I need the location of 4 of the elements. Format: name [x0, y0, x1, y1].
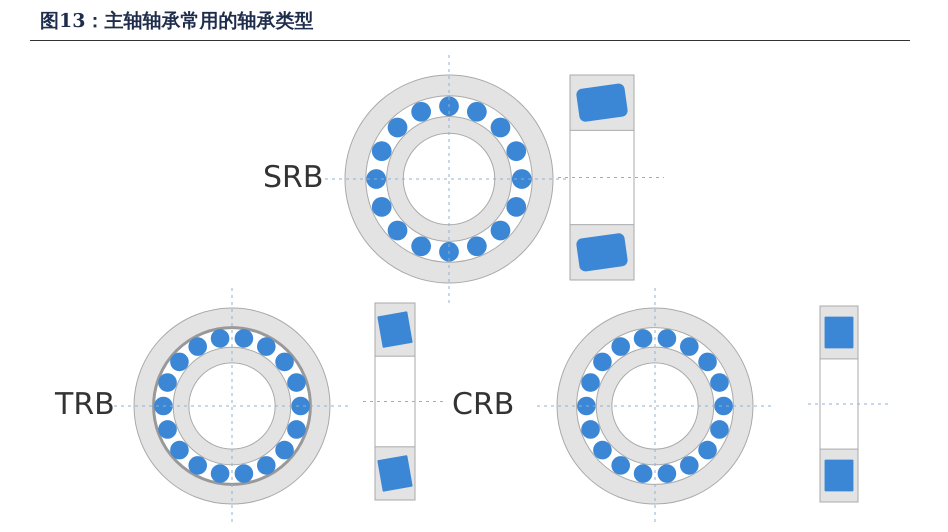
figure-title: 图13：主轴轴承常用的轴承类型: [40, 9, 314, 34]
bearing-type-label: TRB: [55, 390, 115, 420]
bearing-type-label: CRB: [452, 390, 514, 420]
bearing-type-label: SRB: [263, 163, 324, 193]
